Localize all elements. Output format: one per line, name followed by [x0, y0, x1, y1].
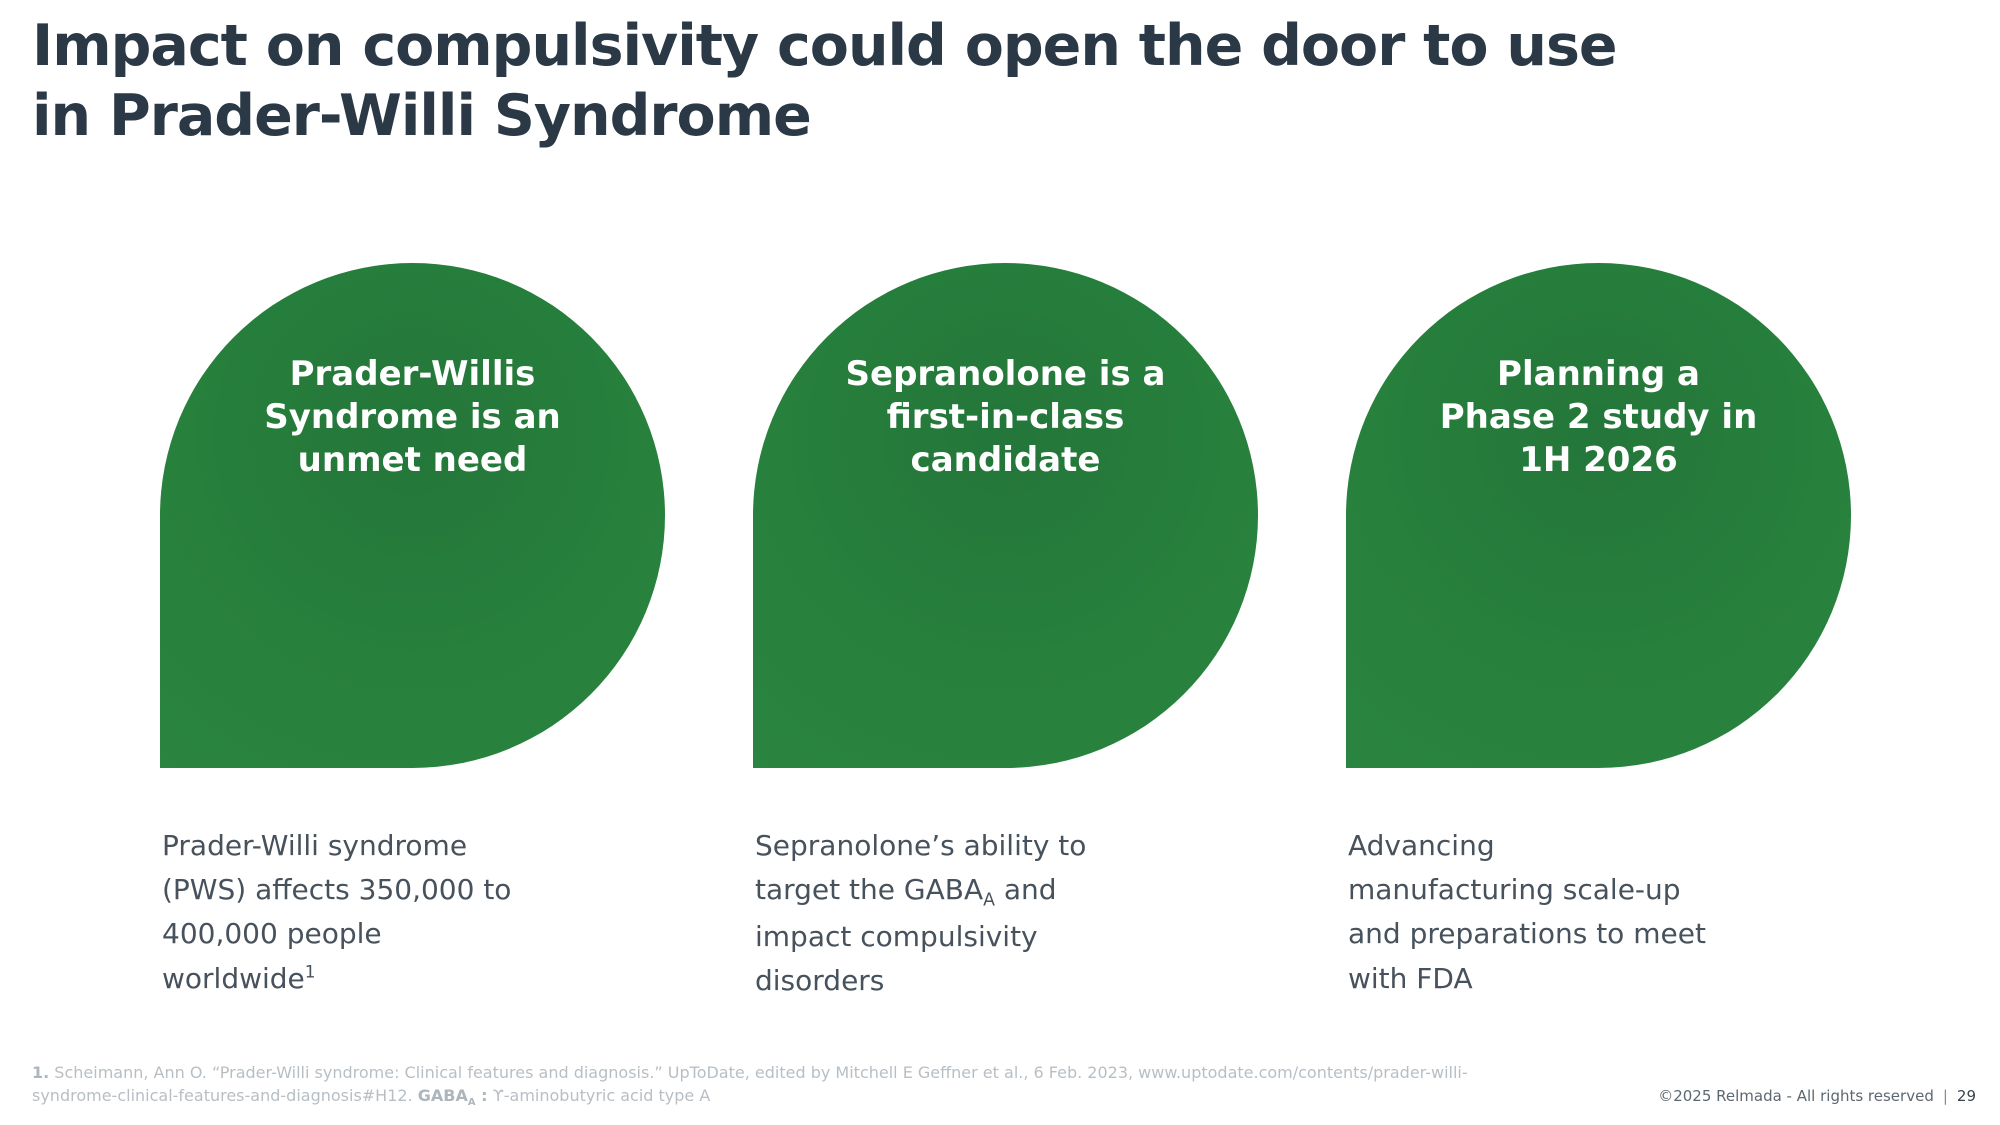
description-text-3: Advancing manufacturing scale-up and pre… [1348, 829, 1706, 995]
gaba-a-subscript: A [983, 890, 995, 911]
footnote-number: 1. [32, 1063, 50, 1083]
card-headline-3: Planning a Phase 2 study in 1H 2026 [1439, 354, 1758, 480]
teardrop-bubble-1: Prader-Willis Syndrome is an unmet need [160, 263, 665, 768]
slide-title: Impact on compulsivity could open the do… [32, 13, 1618, 149]
cards-row: Prader-Willis Syndrome is an unmet need … [160, 263, 1851, 1004]
card-description-1: Prader-Willi syndrome (PWS) affects 350,… [162, 824, 665, 1001]
description-text-1: Prader-Willi syndrome (PWS) affects 350,… [162, 829, 512, 995]
description-text-2a: Sepranolone’s ability to target the GABA [755, 829, 1087, 907]
description-text-2b: and impact compulsivity disorders [755, 873, 1057, 998]
gaba-label: GABA [417, 1086, 468, 1106]
gaba-definition: ϒ-aminobutyric acid type A [487, 1086, 711, 1106]
footer-separator: | [1942, 1087, 1948, 1105]
card-unmet-need: Prader-Willis Syndrome is an unmet need … [160, 263, 665, 1004]
card-first-in-class: Sepranolone is a first-in-class candidat… [753, 263, 1258, 1004]
card-phase-2-study: Planning a Phase 2 study in 1H 2026 Adva… [1346, 263, 1851, 1004]
copyright-text: ©2025 Relmada - All rights reserved [1658, 1087, 1934, 1105]
card-headline-2: Sepranolone is a first-in-class candidat… [845, 354, 1166, 480]
footnote-reference-superscript: 1 [304, 961, 316, 982]
card-description-2: Sepranolone’s ability to target the GABA… [755, 824, 1258, 1004]
copyright-bar: ©2025 Relmada - All rights reserved | 29 [1658, 1087, 1976, 1105]
footnote: 1. Scheimann, Ann O. “Prader-Willi syndr… [32, 1061, 1472, 1111]
gaba-term: GABAA : [417, 1086, 488, 1108]
card-description-3: Advancing manufacturing scale-up and pre… [1348, 824, 1851, 1001]
page-number: 29 [1956, 1087, 1976, 1105]
teardrop-bubble-2: Sepranolone is a first-in-class candidat… [753, 263, 1258, 768]
gaba-colon: : [475, 1086, 488, 1106]
card-headline-1: Prader-Willis Syndrome is an unmet need [264, 354, 561, 480]
teardrop-bubble-3: Planning a Phase 2 study in 1H 2026 [1346, 263, 1851, 768]
gaba-term-subscript: A [467, 1097, 476, 1109]
footnote-citation: Scheimann, Ann O. “Prader-Willi syndrome… [32, 1063, 1468, 1106]
